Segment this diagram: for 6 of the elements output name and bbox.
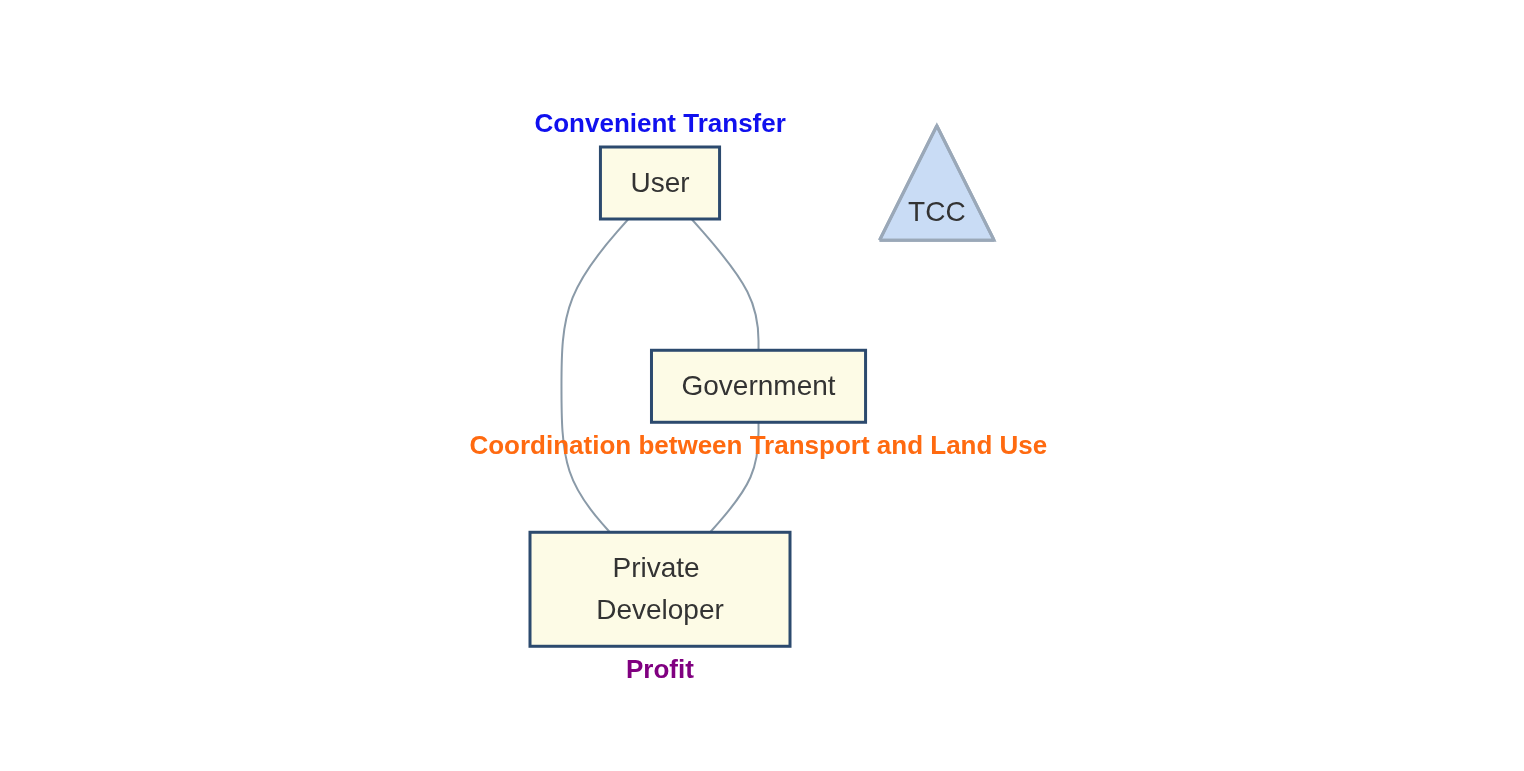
node-caption: Convenient Transfer	[534, 107, 786, 139]
node-box: User	[598, 145, 721, 220]
node-box: Government	[649, 348, 867, 424]
node-caption: Profit	[625, 653, 694, 685]
node-box: Private Developer	[528, 530, 792, 648]
node-caption: Coordination between Transport and Land Use	[469, 429, 1048, 461]
